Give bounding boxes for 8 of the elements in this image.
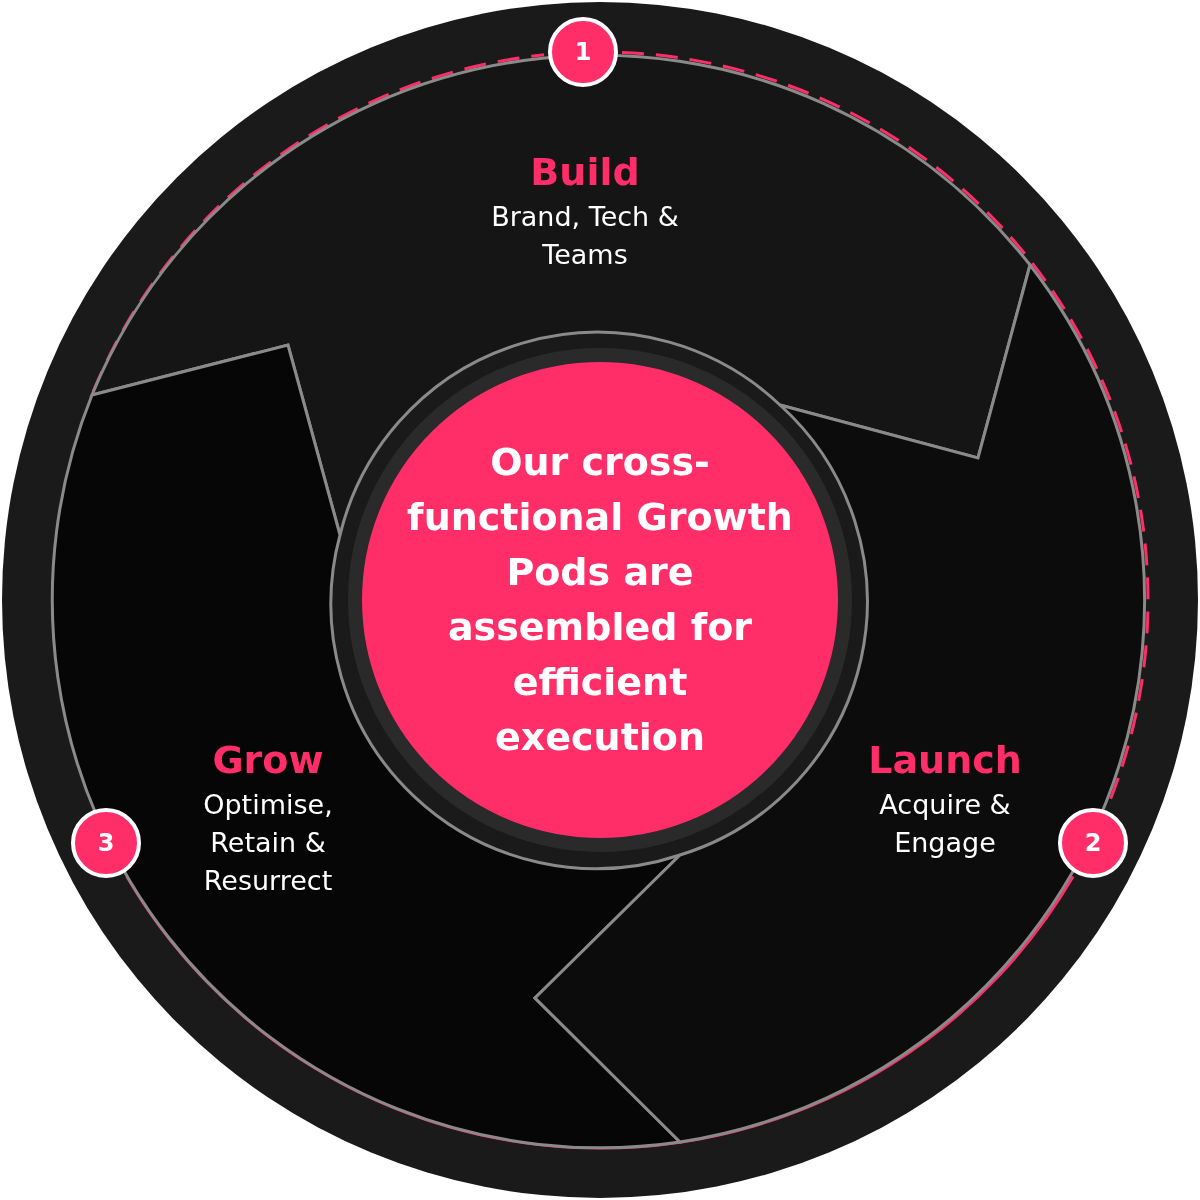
segment-heading: Launch — [868, 738, 1022, 782]
segment-description: Optimise, Retain & Resurrect — [202, 788, 334, 898]
segment-description: Brand, Tech & Teams — [490, 200, 680, 272]
arc-connector — [91, 53, 545, 393]
arc-connector — [125, 875, 1075, 1149]
segment-description: Acquire & Engage — [878, 788, 1012, 860]
segment-heading: Build — [530, 150, 640, 194]
segment-heading: Grow — [212, 738, 324, 782]
